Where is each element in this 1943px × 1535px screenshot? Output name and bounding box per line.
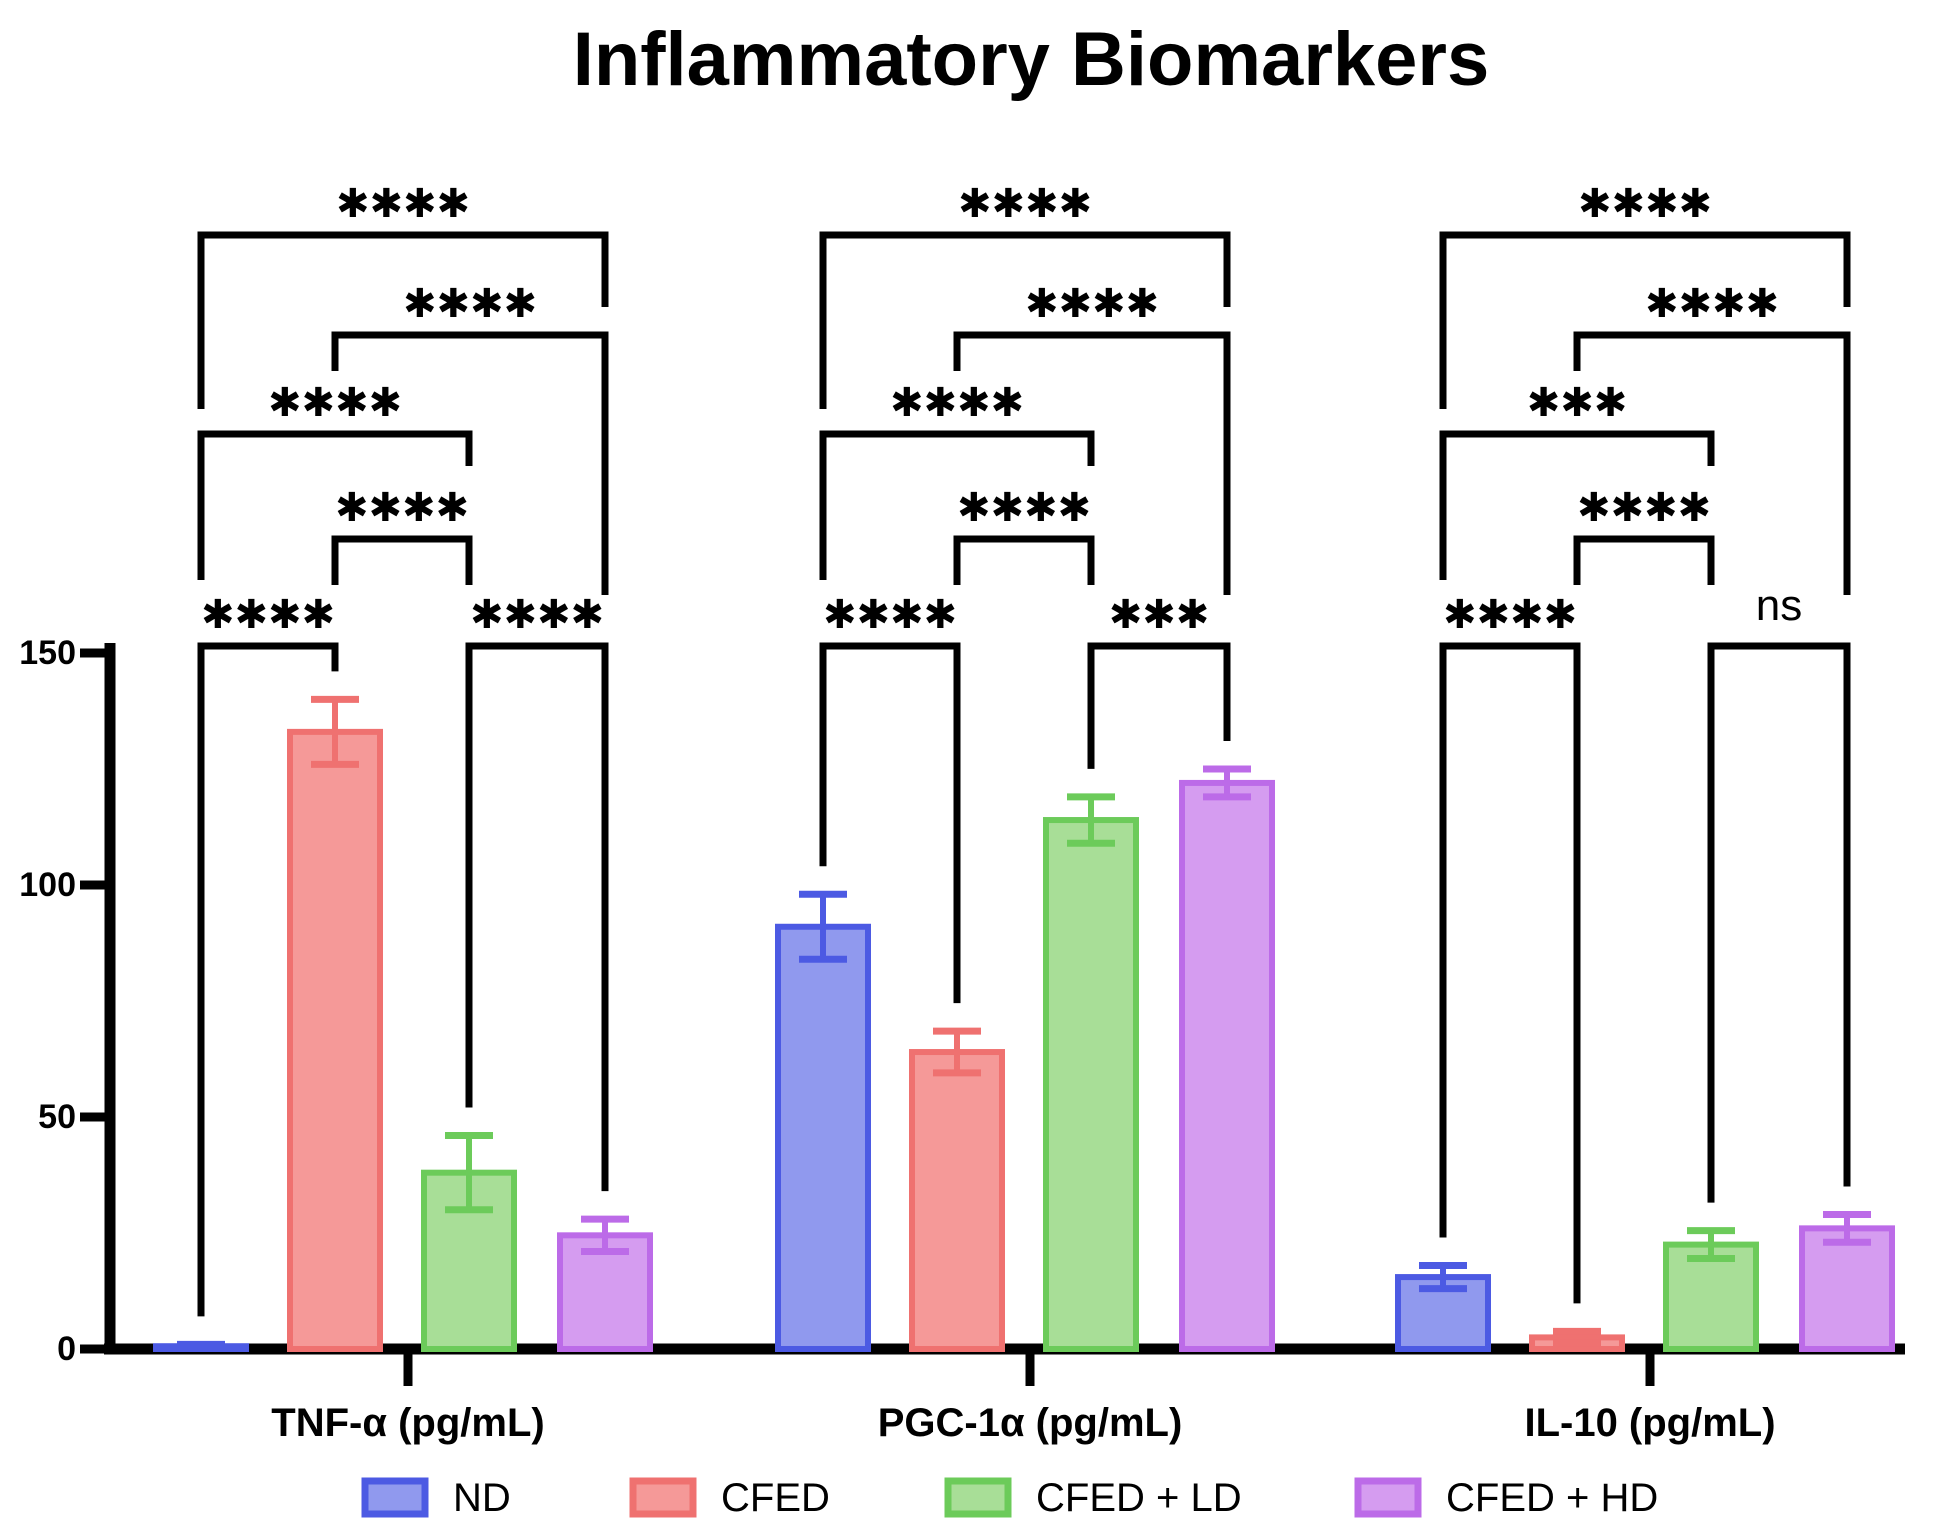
significance-label: ✱✱✱✱ [201, 592, 335, 638]
significance-bracket [819, 642, 961, 1004]
bar-nd-group1 [775, 923, 871, 1352]
bar-cfedhd-group1 [1179, 779, 1275, 1352]
significance-label: ✱✱✱✱ [1578, 181, 1712, 227]
legend-label: ND [453, 1476, 511, 1520]
legend-swatch-cfedld [944, 1477, 1012, 1518]
significance-label: ✱✱✱✱ [1443, 592, 1577, 638]
chart-title: Inflammatory Biomarkers [572, 17, 1490, 102]
category-label: IL-10 (pg/mL) [1524, 1401, 1775, 1445]
significance-label: ✱✱✱✱ [1025, 281, 1159, 327]
significance-label: ✱✱✱✱ [403, 281, 537, 327]
y-tick-label: 0 [57, 1330, 76, 1368]
significance-bracket [1439, 430, 1715, 580]
significance-label: ns [1756, 581, 1802, 630]
significance-bracket [953, 331, 1231, 595]
significance-bracket [819, 231, 1231, 409]
significance-label: ✱✱✱✱ [335, 485, 469, 531]
significance-label: ✱✱✱ [1527, 380, 1628, 426]
significance-label: ✱✱✱✱ [1577, 485, 1711, 531]
significance-label: ✱✱✱ [1109, 592, 1210, 638]
significance-bracket [1573, 535, 1715, 585]
significance-label: ✱✱✱✱ [958, 181, 1092, 227]
significance-label: ✱✱✱✱ [890, 380, 1024, 426]
significance-bracket [465, 642, 609, 1192]
category-label: PGC-1α (pg/mL) [878, 1401, 1183, 1445]
significance-bracket [953, 535, 1095, 585]
significance-label: ✱✱✱✱ [470, 592, 604, 638]
significance-bracket [197, 231, 609, 409]
legend-swatch-nd [361, 1477, 429, 1518]
significance-bracket [1439, 231, 1851, 409]
significance-label: ✱✱✱✱ [268, 380, 402, 426]
significance-bracket [819, 430, 1095, 580]
category-label: TNF-α (pg/mL) [271, 1401, 544, 1445]
significance-label: ✱✱✱✱ [957, 485, 1091, 531]
significance-bracket [1087, 642, 1231, 769]
bar-cfed-group0 [287, 728, 383, 1352]
significance-bracket [197, 430, 473, 580]
bar-cfedld-group1 [1043, 817, 1139, 1352]
significance-bracket [331, 535, 473, 585]
significance-bracket [1573, 331, 1851, 595]
legend-swatch-cfed [629, 1477, 697, 1518]
bar-cfedhd-group2 [1799, 1225, 1895, 1352]
legend-label: CFED [721, 1476, 830, 1520]
significance-label: ✱✱✱✱ [1645, 281, 1779, 327]
y-tick-label: 100 [19, 866, 76, 904]
legend-label: CFED + HD [1446, 1476, 1658, 1520]
significance-bracket [197, 642, 339, 1317]
legend-swatch-cfedhd [1354, 1477, 1422, 1518]
y-tick-label: 150 [19, 634, 76, 672]
significance-bracket [331, 331, 609, 595]
significance-label: ✱✱✱✱ [823, 592, 957, 638]
significance-bracket [1439, 642, 1581, 1304]
bar-cfed-group1 [909, 1049, 1005, 1353]
legend-label: CFED + LD [1036, 1476, 1242, 1520]
y-tick-label: 50 [38, 1098, 76, 1136]
significance-label: ✱✱✱✱ [336, 181, 470, 227]
significance-bracket [1707, 642, 1851, 1203]
